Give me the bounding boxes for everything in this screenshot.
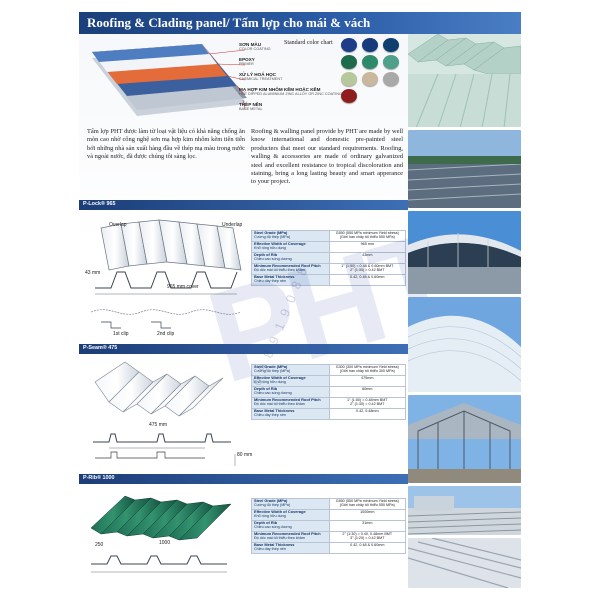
section-title: P-Seam® 475 [83, 345, 118, 351]
prib-spec-table: Steel Grade (MPa)Cường độ thép (MPa) G55… [251, 498, 407, 554]
airport-photo [408, 210, 521, 295]
section-header-plock: P-Lock® 965 [79, 200, 408, 210]
first-clip-label: 1st clip [113, 331, 129, 337]
pseam-width-label: 475 mm [149, 422, 168, 428]
description-english: Roofing & walling panel provide by PHT a… [251, 128, 403, 186]
layer-label: SƠN MÀU COLOR COATING [239, 42, 271, 51]
pseam-height-label: 80 mm [237, 452, 253, 458]
roof-sheet-photo [408, 34, 521, 128]
layer-label: MẠ HỢP KIM NHÔM KẼM HOẶC KẼM HOT DIPPED … [239, 87, 342, 96]
color-swatch [341, 89, 357, 103]
second-clip-label: 2nd clip [157, 331, 175, 337]
roof-sheet-stack-photo [408, 538, 521, 588]
section-header-prib: P-Rib® 1000 [79, 474, 408, 484]
section-title: P-Rib® 1000 [83, 475, 115, 481]
layer-label: THÉP NỀN BASE METAL [239, 102, 263, 111]
table-row: Steel Grade (MPa)Cường độ thép (MPa) G30… [251, 364, 407, 376]
color-swatch [383, 38, 399, 52]
color-swatch [383, 55, 399, 69]
overlap-label: Overlap [109, 222, 127, 228]
curved-roof-photo [408, 297, 521, 393]
underlap-label: Underlap [222, 222, 243, 228]
steel-sheets-photo [408, 485, 521, 536]
brochure-page: Roofing & Clading panel/ Tấm lợp cho mái… [79, 12, 521, 588]
color-swatch [362, 38, 378, 52]
coating-layers-illustration [92, 44, 247, 116]
table-row: Steel Grade (MPa)Cường độ thép (MPa) G55… [251, 498, 407, 510]
title-bar: Roofing & Clading panel/ Tấm lợp cho mái… [79, 12, 521, 34]
prib-profile-drawing [90, 495, 232, 573]
color-swatch [341, 38, 357, 52]
prib-cover-label: 1000 [159, 540, 171, 546]
color-swatch [383, 72, 399, 86]
color-swatch [362, 55, 378, 69]
pseam-spec-table: Steel Grade (MPa)Cường độ thép (MPa) G30… [251, 364, 407, 420]
color-swatches [341, 38, 405, 103]
plock-profile-drawing [90, 219, 242, 329]
prib-rib-spacing-label: 250 [95, 542, 104, 548]
cover-width-label: 965 mm cover [167, 284, 199, 290]
layer-label: XỬ LÝ HOÁ HỌC CHEMICAL TREATMENT [239, 72, 283, 81]
page-title: Roofing & Clading panel/ Tấm lợp cho mái… [87, 15, 371, 30]
layer-labels: SƠN MÀU COLOR COATING EPOXY PRIMER XỬ LÝ… [239, 42, 349, 117]
pseam-profile-drawing [93, 361, 236, 466]
layer-label: EPOXY PRIMER [239, 57, 255, 66]
color-swatch [362, 72, 378, 86]
description-vietnamese: Tấm lợp PHT được làm từ loại vật liệu có… [87, 128, 245, 161]
plock-spec-table: Steel Grade (MPa)Cường độ thép (MPa) G55… [251, 230, 407, 286]
color-chart-title: Standard color chart [284, 40, 333, 46]
section-title: P-Lock® 965 [83, 201, 116, 207]
color-swatch [341, 55, 357, 69]
table-row: Steel Grade (MPa)Cường độ thép (MPa) G55… [251, 230, 407, 242]
warehouse-frame-photo [408, 395, 521, 483]
section-header-pseam: P-Seam® 475 [79, 344, 408, 354]
roof-aerial-photo [408, 130, 521, 208]
photo-column [408, 34, 521, 588]
rib-height-label: 43 mm [85, 270, 101, 276]
color-swatch [341, 72, 357, 86]
